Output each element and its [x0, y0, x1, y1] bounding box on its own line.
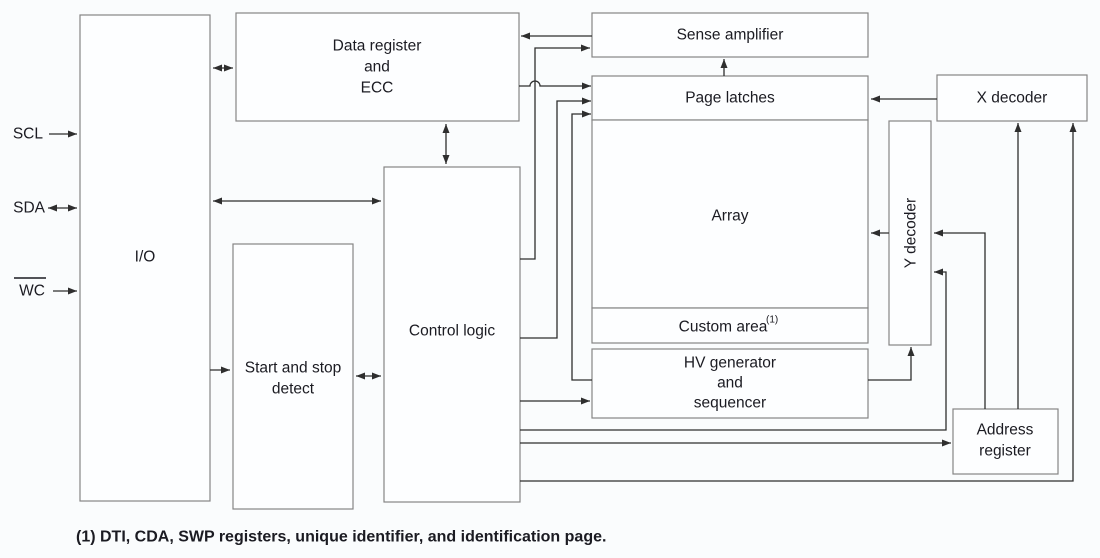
wire-control-logic-to-x-decoder: [520, 123, 1077, 482]
data-register-label-line3: ECC: [361, 80, 394, 97]
scl-signal-label: SCL: [13, 126, 44, 143]
io-block: [79, 14, 211, 502]
hv-generator-label-line3: sequencer: [694, 395, 766, 412]
wc-signal-label: WC: [19, 283, 45, 300]
hv-generator-sequencer-block: [591, 348, 869, 419]
array-block: [591, 119, 869, 309]
hv-generator-label-line1: HV generator: [684, 355, 776, 372]
io-label: I/O: [135, 249, 156, 266]
custom-area-block: [591, 307, 869, 344]
address-register-label-line1: Address: [977, 422, 1034, 439]
wire-hv-generator-to-y-decoder: [868, 347, 915, 381]
data-register-ecc-block: [235, 12, 520, 122]
custom-area-footnote-marker: (1): [766, 315, 778, 326]
hv-generator-label-line2: and: [717, 375, 743, 392]
start-stop-label-line1: Start and stop: [245, 360, 342, 377]
wire-hv-generator-to-page-latches: [571, 110, 592, 381]
y-decoder-label: Y decoder: [903, 198, 920, 268]
control-logic-label: Control logic: [409, 323, 495, 340]
figure-footnote: (1) DTI, CDA, SWP registers, unique iden…: [76, 529, 606, 546]
sense-amplifier-block: [591, 12, 869, 58]
sda-signal-label: SDA: [13, 200, 46, 217]
address-register-block: [952, 408, 1059, 475]
start-stop-label-line2: detect: [272, 381, 315, 398]
data-register-label-line2: and: [364, 59, 390, 76]
data-register-label-line1: Data register: [333, 38, 422, 55]
page-latches-label: Page latches: [685, 90, 775, 107]
custom-area-label: Custom area: [679, 319, 768, 336]
y-decoder-block: [888, 120, 932, 346]
sense-amplifier-label: Sense amplifier: [677, 27, 784, 44]
wire-control-logic-to-sense-amplifier: [520, 44, 590, 260]
wire-control-logic-to-page-latches: [520, 97, 591, 339]
start-stop-detect-block: [232, 243, 354, 510]
x-decoder-block: [936, 74, 1088, 122]
address-register-label-line2: register: [979, 443, 1031, 460]
wire-address-register-to-y-decoder: [934, 229, 986, 409]
wire-data-register-to-page-latches: [519, 80, 591, 90]
array-label: Array: [711, 208, 748, 225]
wire-control-logic-to-y-decoder: [520, 268, 947, 431]
x-decoder-label: X decoder: [977, 90, 1048, 107]
control-logic-block: [383, 166, 521, 503]
